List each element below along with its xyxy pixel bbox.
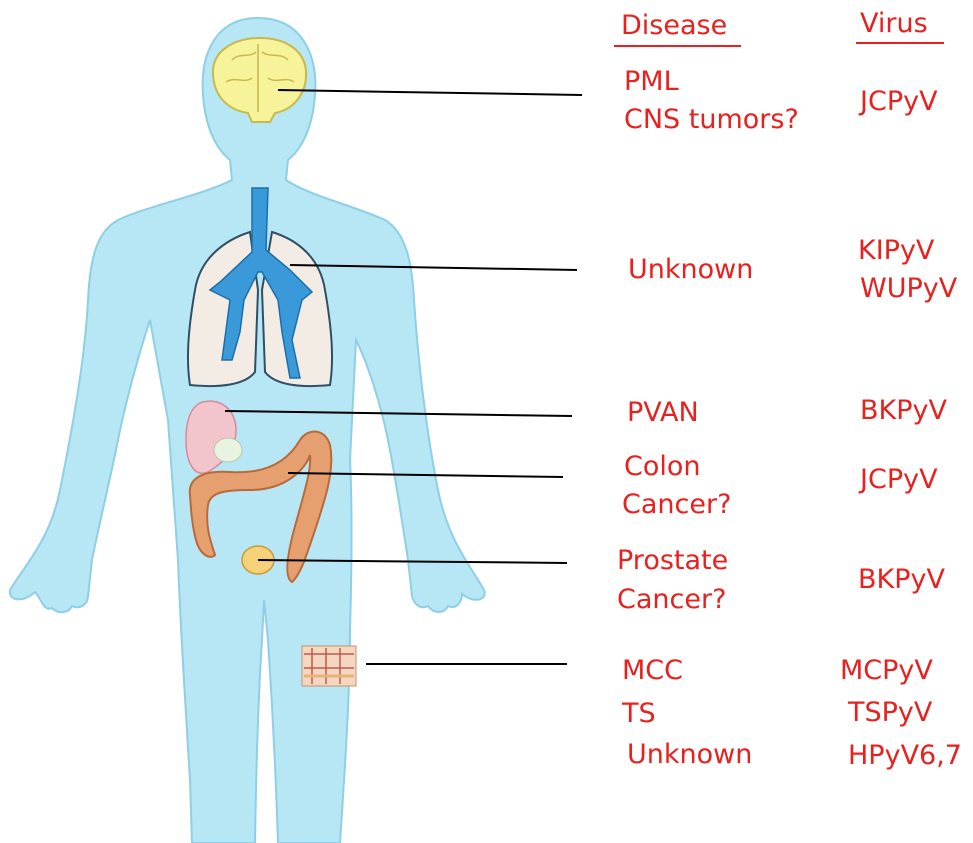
leader-line-brain bbox=[278, 90, 582, 95]
disease-column-header: Disease bbox=[621, 9, 727, 42]
disease-label: Unknown bbox=[627, 738, 752, 771]
skin-section-organ bbox=[302, 646, 356, 686]
virus-label: KIPyV bbox=[858, 234, 934, 267]
virus-column-header: Virus bbox=[860, 7, 928, 40]
disease-label: MCC bbox=[622, 654, 683, 687]
disease-label: Prostate bbox=[617, 544, 728, 577]
disease-label: Cancer? bbox=[622, 488, 731, 521]
body-silhouette bbox=[10, 18, 485, 843]
virus-header-underline bbox=[856, 42, 944, 44]
virus-label: TSPyV bbox=[848, 696, 932, 729]
disease-label: CNS tumors? bbox=[624, 103, 799, 136]
disease-label: PML bbox=[624, 65, 679, 98]
virus-label: JCPyV bbox=[860, 463, 938, 496]
virus-label: HPyV6,7 bbox=[848, 739, 962, 772]
disease-label: Unknown bbox=[628, 253, 753, 286]
virus-label: BKPyV bbox=[860, 394, 947, 427]
virus-label: JCPyV bbox=[860, 85, 938, 118]
disease-label: TS bbox=[622, 697, 656, 730]
disease-label: Colon bbox=[624, 450, 701, 483]
disease-header-underline bbox=[614, 45, 741, 47]
virus-label: MCPyV bbox=[840, 654, 933, 687]
disease-label: PVAN bbox=[627, 396, 699, 429]
virus-label: BKPyV bbox=[858, 563, 945, 596]
virus-label: WUPyV bbox=[860, 272, 957, 305]
bladder-organ bbox=[214, 438, 242, 462]
disease-label: Cancer? bbox=[617, 583, 726, 616]
